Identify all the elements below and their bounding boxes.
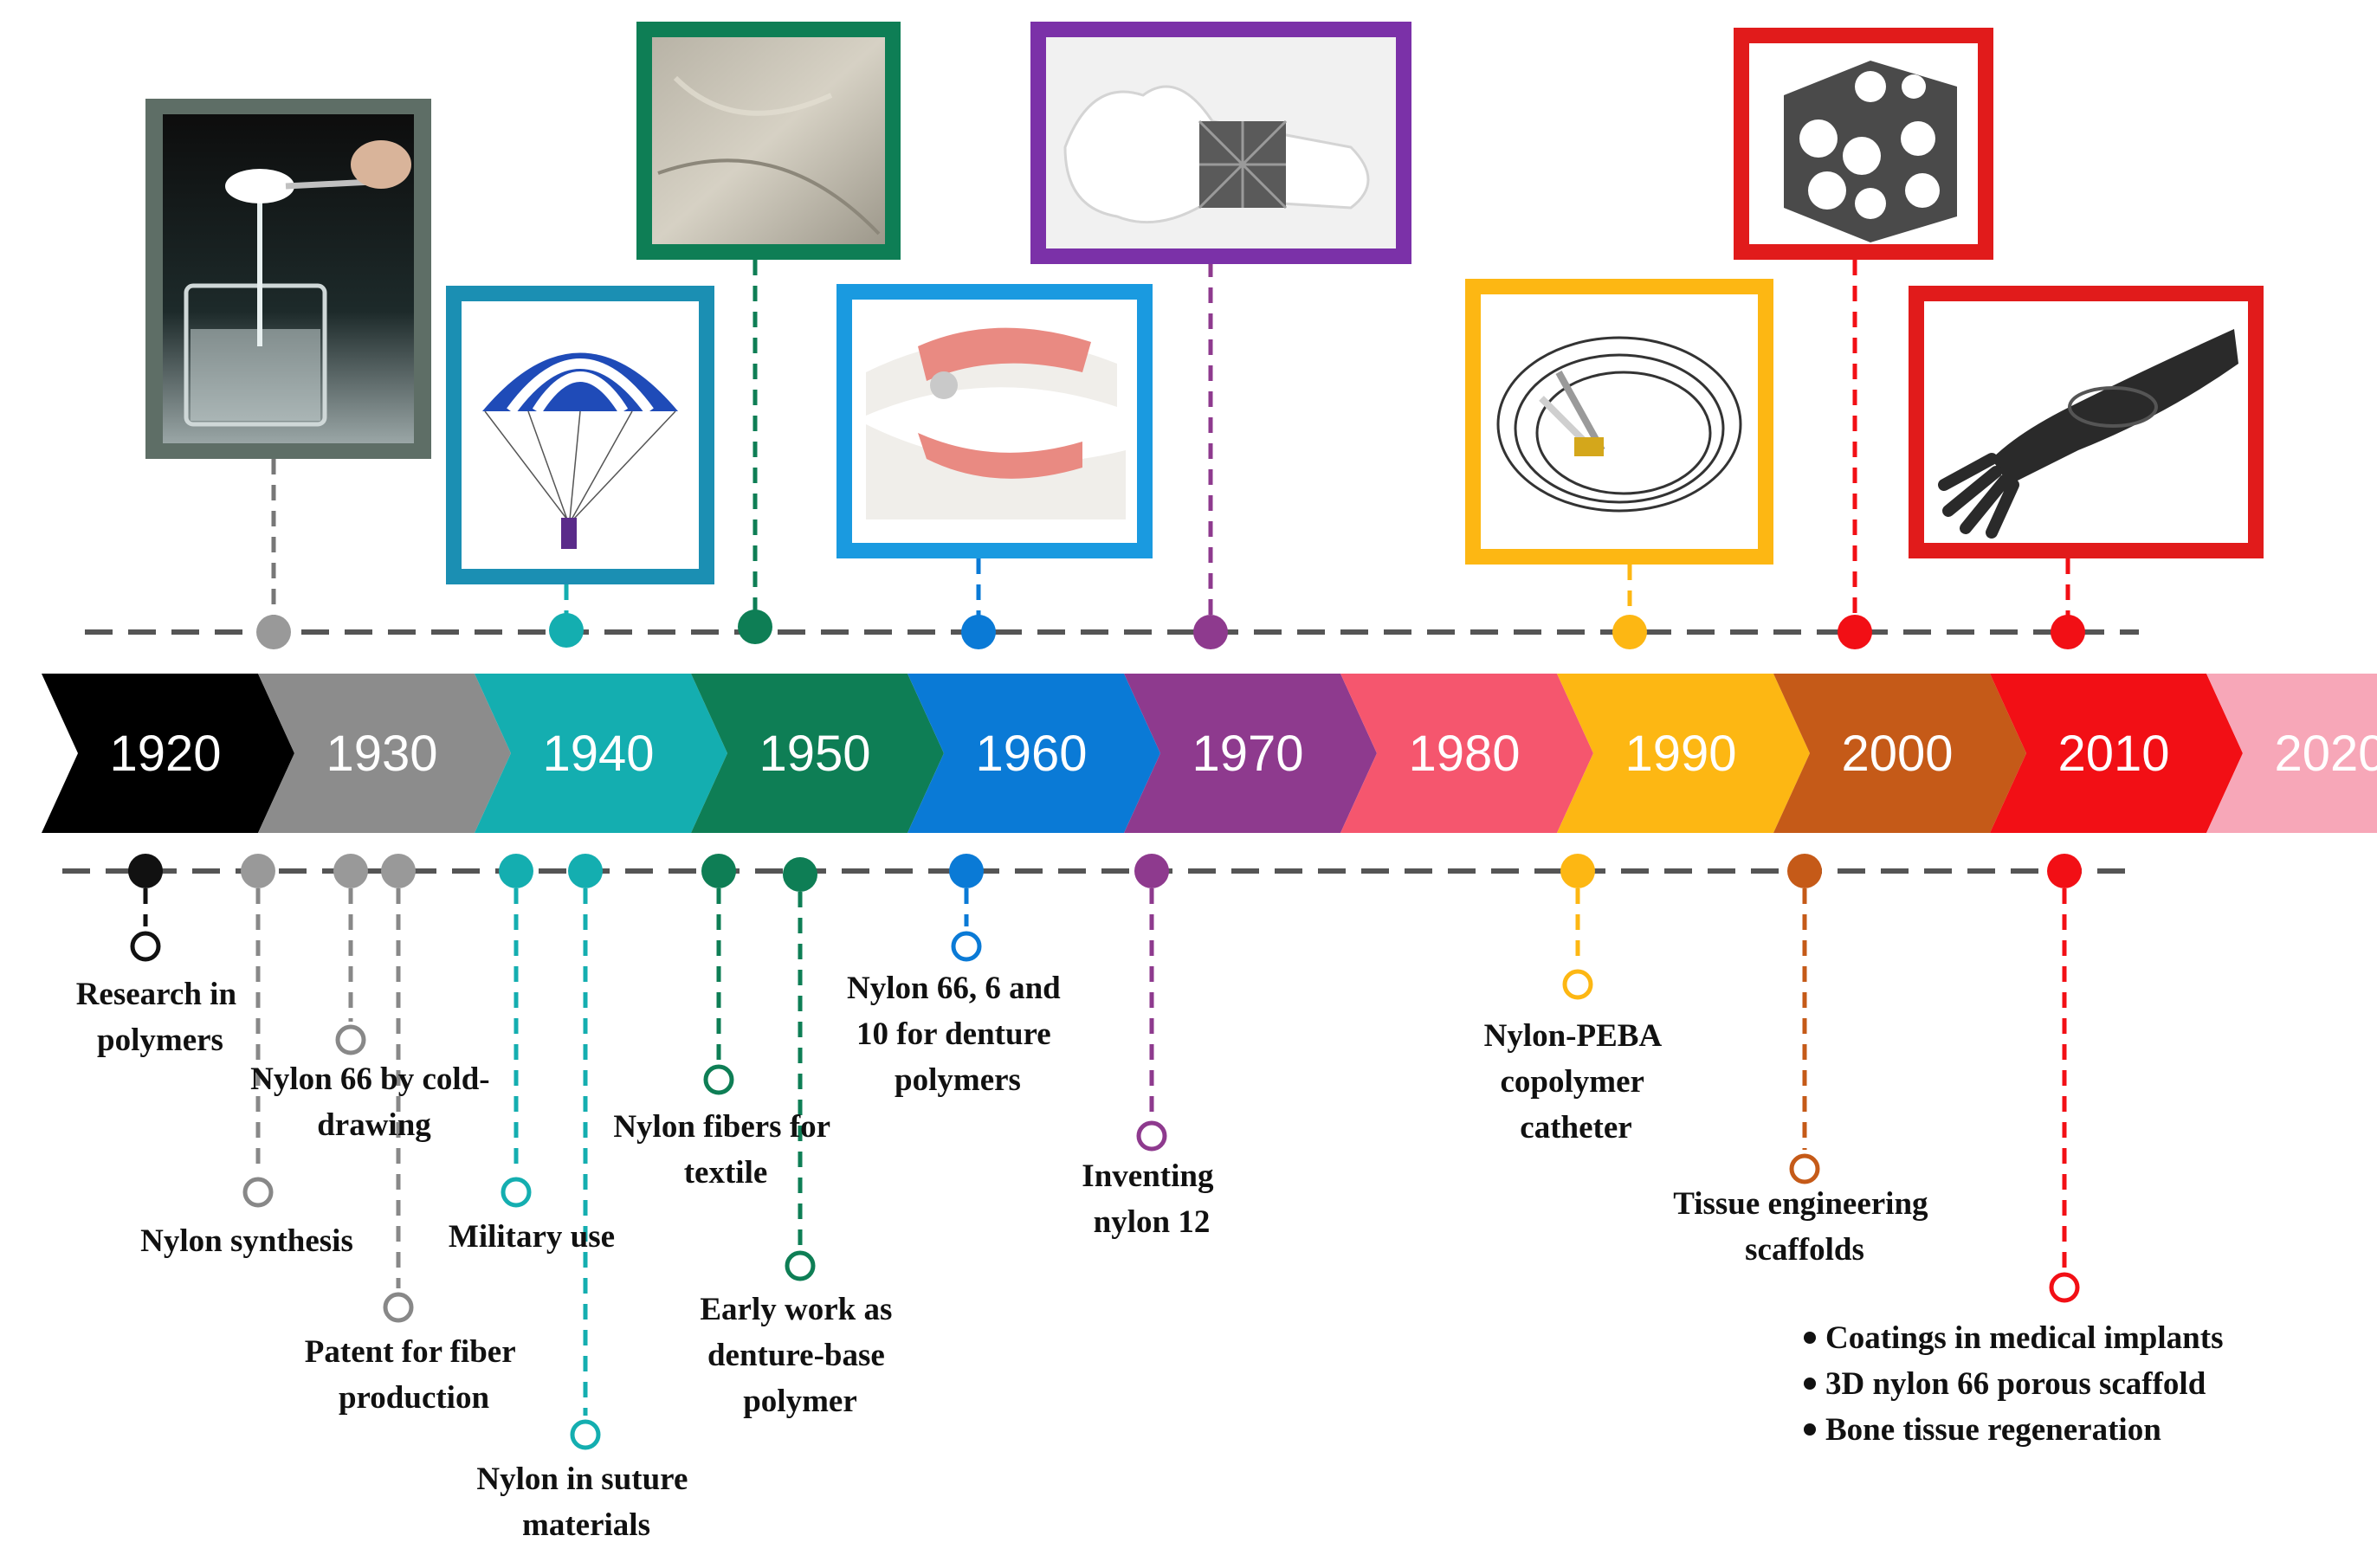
decade-arrow-2000 — [1773, 674, 2026, 833]
decade-arrow-1950 — [691, 674, 944, 833]
decade-label-1920: 1920 — [109, 726, 221, 782]
decade-label-1970: 1970 — [1192, 726, 1303, 782]
picture-beaker-nylon-rope — [145, 99, 431, 649]
decade-label-1960: 1960 — [975, 726, 1087, 782]
decade-label-1980: 1980 — [1408, 726, 1520, 782]
decade-label-2020: 2020 — [2274, 726, 2377, 782]
label-military-use: Military use — [449, 1219, 615, 1255]
picture-nylon-fabric — [636, 22, 901, 644]
decade-arrow-2020 — [2206, 674, 2377, 833]
picture-frames — [145, 22, 2264, 649]
decade-arrow-2010 — [1990, 674, 2243, 833]
picture-bone-implant — [1030, 22, 1411, 649]
decade-arrow-1980 — [1340, 674, 1593, 833]
decade-label-1940: 1940 — [542, 726, 654, 782]
decade-arrow-1970 — [1124, 674, 1377, 833]
picture-denture-model — [836, 284, 1153, 649]
picture-printed-hand — [1909, 286, 2264, 649]
event-connectors — [128, 854, 2082, 1450]
decade-label-1930: 1930 — [326, 726, 437, 782]
decade-arrow-1930 — [258, 674, 511, 833]
decade-label-2000: 2000 — [1841, 726, 1953, 782]
event-labels: Research in polymers Nylon synthesis Nyl… — [76, 971, 2224, 1543]
label-nylon66-cold-drawing: Nylon 66 by cold- drawing — [250, 1061, 498, 1143]
picture-porous-scaffold — [1734, 28, 1993, 649]
bullet-bone-regeneration: Bone tissue regeneration — [1825, 1412, 2161, 1448]
decade-arrow-1960 — [908, 674, 1160, 833]
label-recent-2010: Coatings in medical implants 3D nylon 66… — [1804, 1320, 2223, 1448]
decade-label-1990: 1990 — [1624, 726, 1736, 782]
decade-label-1950: 1950 — [759, 726, 870, 782]
bullet-implant-coatings: Coatings in medical implants — [1825, 1320, 2223, 1356]
label-denture-polymers: Nylon 66, 6 and 10 for denture polymers — [847, 971, 1069, 1098]
label-tissue-scaffolds: Tissue engineering scaffolds — [1673, 1186, 1936, 1268]
label-textile-fibers: Nylon fibers for textile — [613, 1109, 837, 1191]
label-nylon-synthesis: Nylon synthesis — [140, 1223, 353, 1259]
decade-arrow-1920 — [42, 674, 294, 833]
decade-arrow-1940 — [475, 674, 727, 833]
picture-parachute — [446, 286, 714, 648]
label-denture-base: Early work as denture-base polymer — [700, 1292, 900, 1419]
label-research-polymers: Research in polymers — [76, 977, 245, 1058]
decade-arrow-1990 — [1557, 674, 1810, 833]
bullet-porous-scaffold: 3D nylon 66 porous scaffold — [1825, 1366, 2206, 1402]
decade-arrows: 1920 1930 1940 1950 1960 1970 1980 1990 2000 2010… — [42, 674, 2377, 833]
label-suture-materials: Nylon in suture materials — [476, 1462, 695, 1543]
label-patent-fiber: Patent for fiber production — [305, 1334, 523, 1416]
label-peba-catheter: Nylon-PEBA copolymer catheter — [1484, 1018, 1669, 1145]
label-nylon12: Inventing nylon 12 — [1082, 1158, 1221, 1240]
decade-label-2010: 2010 — [2057, 726, 2169, 782]
picture-catheter — [1465, 279, 1773, 649]
